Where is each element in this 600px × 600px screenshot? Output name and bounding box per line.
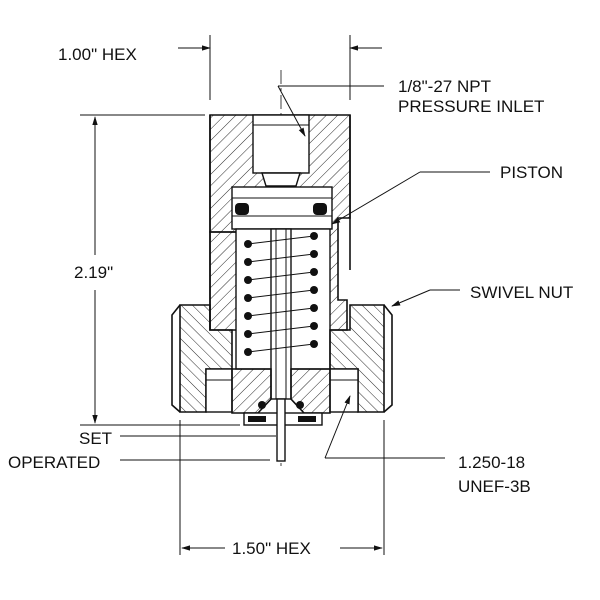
plunger-tip [276, 398, 286, 462]
label-thread-line1: 1.250-18 [458, 453, 525, 472]
label-height: 2.19" [74, 263, 113, 282]
spring [244, 232, 318, 356]
piston-stem [270, 228, 292, 400]
o-ring-right [313, 203, 327, 215]
dim-hex-bottom [179, 420, 385, 555]
label-hex-bottom: 1.50" HEX [232, 539, 311, 558]
o-ring-left [235, 203, 249, 215]
label-operated: OPERATED [8, 453, 100, 472]
label-set: SET [79, 429, 112, 448]
label-hex-top: 1.00" HEX [58, 45, 137, 64]
swivel-nut [171, 304, 393, 413]
dim-set-operated [120, 435, 276, 461]
pressure-inlet-port [252, 114, 310, 174]
label-swivel-nut: SWIVEL NUT [470, 283, 573, 302]
label-inlet-line1: 1/8"-27 NPT [398, 77, 491, 96]
dim-height [80, 114, 240, 426]
piston [231, 186, 333, 230]
dim-hex-top [178, 35, 382, 100]
label-piston: PISTON [500, 163, 563, 182]
label-inlet-line2: PRESSURE INLET [398, 97, 544, 116]
label-thread-line2: UNEF-3B [458, 477, 531, 496]
